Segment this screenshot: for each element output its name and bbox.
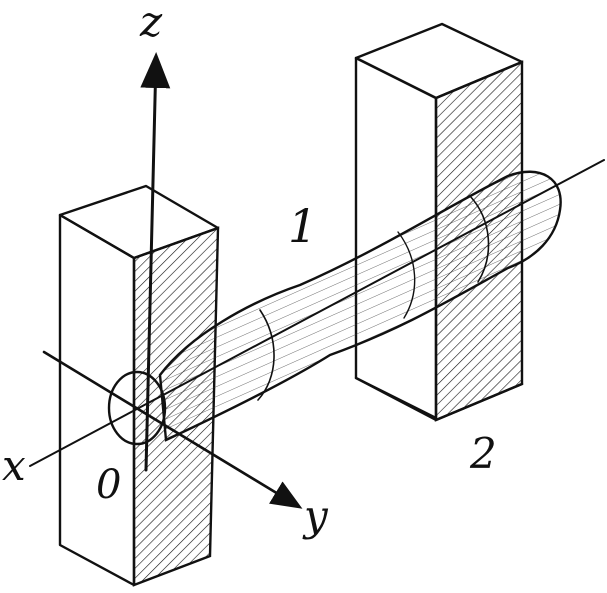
- shaft: [107, 170, 562, 446]
- shaft-end-face: [107, 370, 167, 446]
- shaft-label: 1: [288, 199, 317, 253]
- axes: [29, 52, 605, 509]
- shaft-taper-ring-right: [469, 195, 490, 283]
- shaft-taper-ring-left: [257, 309, 275, 401]
- y-axis-label: y: [302, 491, 329, 540]
- x-axis-label: x: [2, 441, 26, 490]
- z-axis-label: z: [139, 0, 163, 46]
- x-axis: [29, 159, 605, 467]
- rear-support-base-edge: [354, 376, 524, 422]
- shaft-ring-rear: [397, 231, 416, 319]
- y-axis: [42, 350, 303, 509]
- support-label: 2: [469, 429, 497, 478]
- shaft-body: [158, 170, 562, 442]
- z-axis: [140, 52, 171, 472]
- origin-label: 0: [96, 462, 121, 508]
